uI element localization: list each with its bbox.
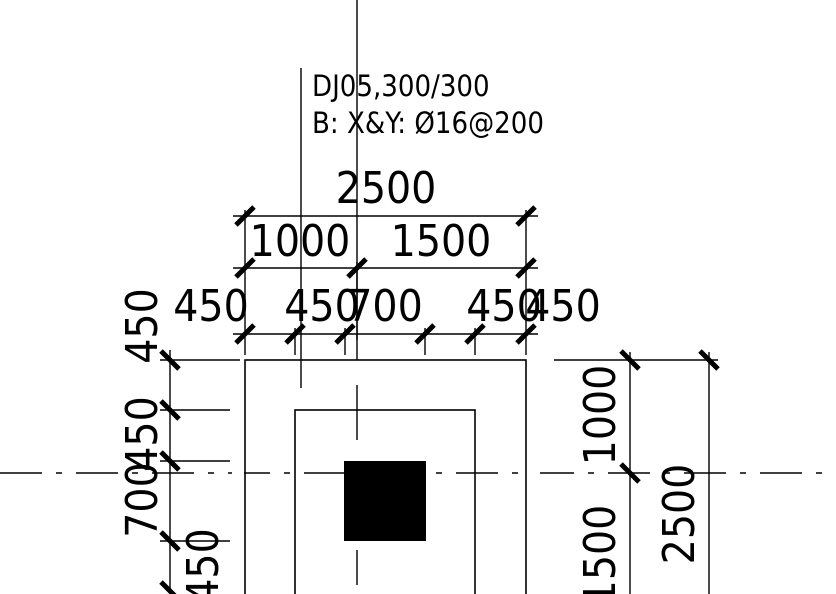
top-dimensions: 2500 1000 1500 450 450 700 450 450 — [173, 163, 601, 355]
dim-left-seg-2: 450 — [117, 396, 168, 472]
dim-right-split-bottom: 1500 — [575, 505, 626, 594]
dim-top-overall: 2500 — [336, 163, 437, 214]
dim-top-seg-4: 450 — [466, 281, 542, 332]
right-dimensions: 1000 1500 2500 — [554, 349, 720, 594]
dim-top-seg-2: 450 — [284, 281, 360, 332]
dim-left-seg-3: 700 — [117, 462, 168, 538]
dim-top-seg-3: 700 — [347, 281, 423, 332]
dim-right-split-top: 1000 — [575, 365, 626, 466]
column-section — [344, 461, 426, 541]
footing-outer-step — [244, 359, 527, 594]
left-dimensions: 450 450 700 450 — [117, 288, 240, 594]
footing-id-label: DJ05,300/300 — [312, 69, 490, 103]
footing-inner-step — [294, 409, 476, 594]
dim-left-seg-4: 450 — [178, 528, 229, 594]
dim-right-overall: 2500 — [654, 464, 705, 565]
reinforcement-label: B: X&Y: Ø16@200 — [312, 106, 544, 140]
dim-left-seg-1: 450 — [117, 288, 168, 364]
dim-top-split-right: 1500 — [391, 216, 492, 267]
dim-top-seg-1: 450 — [173, 281, 249, 332]
dim-top-seg-5: 450 — [525, 281, 601, 332]
footing-outline — [232, 359, 540, 594]
dim-top-split-left: 1000 — [250, 216, 351, 267]
